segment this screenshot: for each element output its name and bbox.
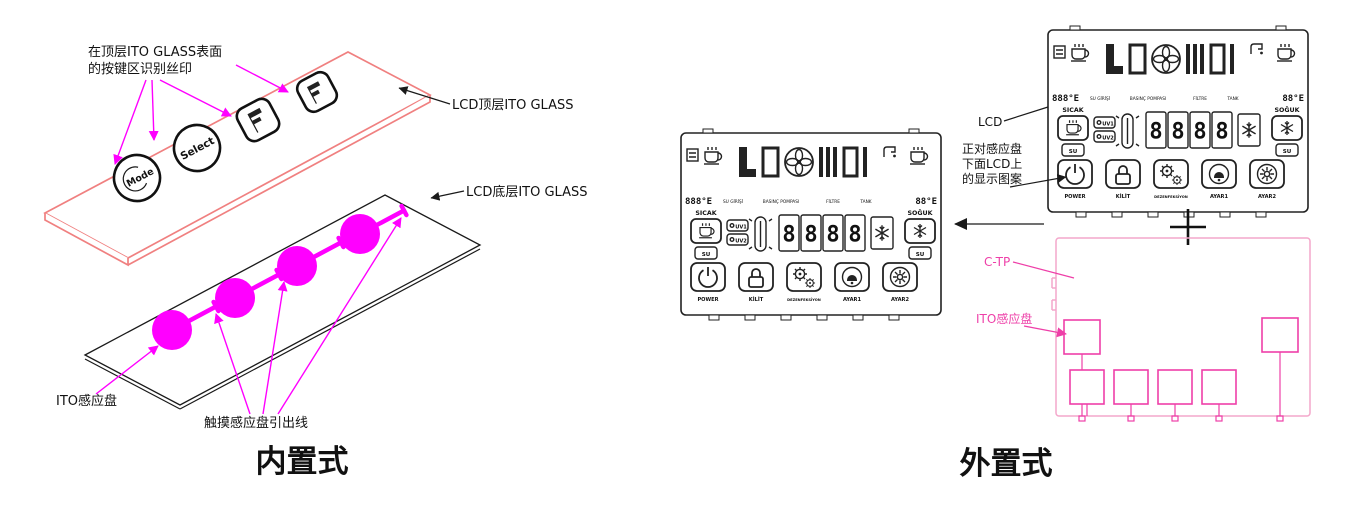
flag-key-1 xyxy=(235,97,281,143)
plus-icon xyxy=(1170,209,1206,245)
bottom-glass-pointer xyxy=(430,190,465,201)
silk-print-note-line1: 在顶层ITO GLASS表面 xyxy=(88,45,222,60)
ctp-pad-3 xyxy=(1157,369,1193,405)
ctp-ito-pad-label: ITO感应盘 xyxy=(976,311,1032,326)
bottom-ito-glass xyxy=(83,194,482,410)
ctp-pad-1 xyxy=(1069,369,1105,405)
ito-pad-pointer xyxy=(95,345,159,395)
ito-pad-3 xyxy=(277,246,317,286)
silk-print-arrows xyxy=(113,64,289,165)
lcd-panel-assembled xyxy=(681,129,941,320)
ctp-pad-2 xyxy=(1113,369,1149,405)
top-glass-label: LCD顶层ITO GLASS xyxy=(452,98,573,113)
lcd-panel-top xyxy=(1048,26,1308,217)
bottom-glass-label: LCD底层ITO GLASS xyxy=(466,184,587,200)
pattern-note-line3: 的显示图案 xyxy=(962,171,1022,186)
ito-pad-4 xyxy=(340,214,380,254)
select-key: Select xyxy=(172,123,222,173)
ito-sensor-pads xyxy=(152,203,409,350)
ctp-label: C-TP xyxy=(984,255,1010,269)
ctp-pad-4 xyxy=(1201,369,1237,405)
ito-pad-1 xyxy=(152,310,192,350)
ito-pad-label: ITO感应盘 xyxy=(56,393,117,409)
mode-key: Mode xyxy=(112,153,162,203)
ctp-pad-right xyxy=(1261,317,1299,353)
ctp-pointer xyxy=(1012,261,1075,279)
lead-wire-arrows xyxy=(214,217,402,415)
lcd-pointer xyxy=(1003,106,1049,122)
external-title: 外置式 xyxy=(960,446,1053,482)
ctp-panel xyxy=(1051,237,1311,422)
ctp-ito-pad-pointer xyxy=(1023,325,1067,338)
built-in-title: 内置式 xyxy=(256,444,349,480)
pattern-note-line1: 正对感应盘 xyxy=(962,141,1022,156)
flag-key-2 xyxy=(295,70,339,114)
ito-pad-2 xyxy=(215,278,255,318)
built-in-diagram: Mode Select 在顶层ITO GLASS表面 的按键区识别丝印 LCD顶… xyxy=(43,45,587,480)
external-diagram: LCD 正对感应盘 下面LCD上 的显示图案 C-TP ITO感应盘 外置式 xyxy=(681,26,1311,482)
pattern-pointer xyxy=(1009,174,1067,188)
lcd-label: LCD xyxy=(978,115,1002,129)
silk-print-note-line2: 的按键区识别丝印 xyxy=(88,61,192,77)
lead-wire-label: 触摸感应盘引出线 xyxy=(204,415,308,431)
top-glass-pointer xyxy=(398,86,451,105)
pattern-note-line2: 下面LCD上 xyxy=(962,157,1022,171)
ctp-pad-left xyxy=(1063,319,1101,355)
